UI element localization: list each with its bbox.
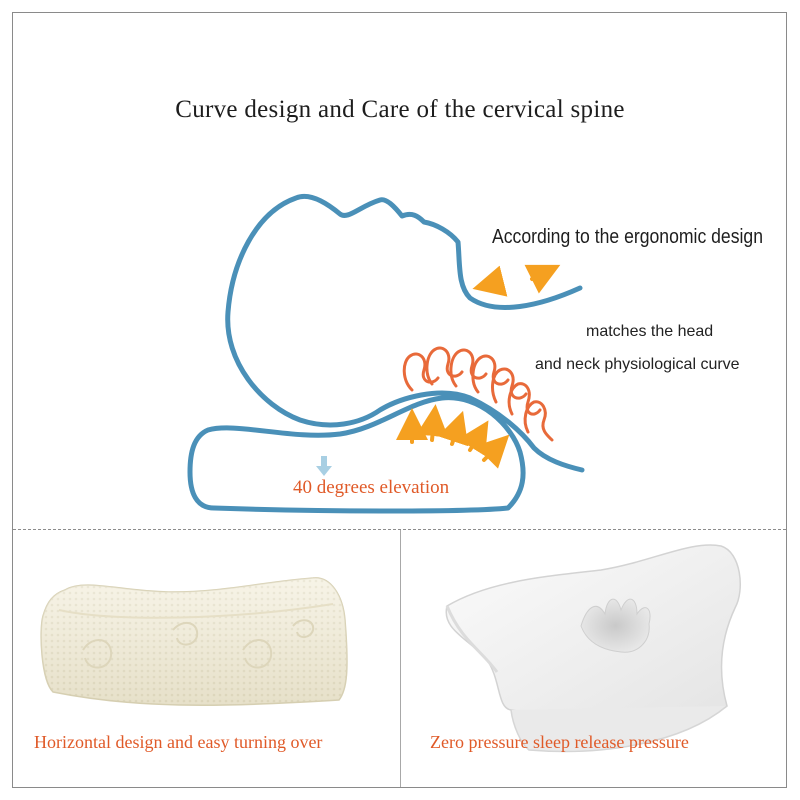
pillow-outline-icon (187, 395, 526, 514)
knit-pillow-image (40, 577, 348, 707)
elevation-label: 40 degrees elevation (293, 477, 450, 498)
section-divider (13, 529, 786, 530)
foam-pillow-image (445, 544, 742, 753)
ergonomic-label: According to the ergonomic design (492, 226, 764, 248)
caption-horizontal-design: Horizontal design and easy turning over (34, 732, 323, 752)
panel-divider (400, 530, 401, 787)
foam-pillow-panel (401, 530, 786, 787)
support-arrow-icon (396, 404, 510, 469)
neck-curve-label: and neck physiological curve (535, 356, 740, 373)
caption-zero-pressure: Zero pressure sleep release pressure (430, 732, 689, 752)
knit-pillow-panel (13, 530, 400, 787)
head-curve-label: matches the head (586, 323, 714, 340)
pressure-curl-icon (402, 346, 554, 442)
outer-frame (12, 12, 787, 788)
down-arrow-icon (316, 456, 332, 476)
head-outline-icon (225, 194, 585, 473)
double-arrow-icon (472, 264, 561, 297)
page-title: Curve design and Care of the cervical sp… (175, 96, 625, 123)
